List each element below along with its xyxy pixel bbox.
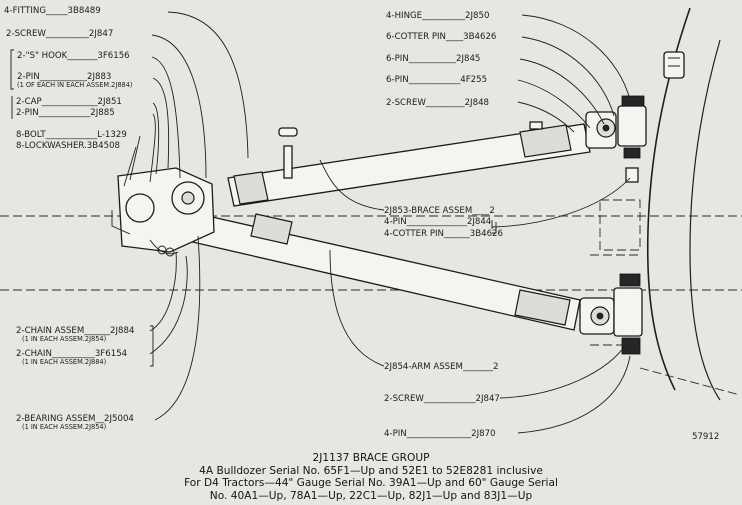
label-cotter-pin-top: 6-COTTER PIN____3B4626 [386,32,496,42]
cotter-pin-block [529,121,543,130]
caption-title: 2J1137 BRACE GROUP [312,452,430,464]
figure-caption: 2J1137 BRACE GROUP 4A Bulldozer Serial N… [0,452,742,502]
caption-line-3: For D4 Tractors—44" Gauge Serial No. 39A… [184,477,558,490]
leader-lines-left [123,11,249,421]
brace-assembly [227,121,591,207]
brace-tube [227,123,591,207]
label-bearing-note: (1 IN EACH ASSEM.2J854) [22,423,106,431]
label-pin-2j845: 6-PIN___________2J845 [386,54,480,64]
fitting-knob [278,127,298,137]
label-screw-bottom: 2-SCREW____________2J847 [384,394,500,404]
figure-number: 57912 [692,432,719,442]
labels-right: 4-HINGE__________2J850 6-COTTER PIN____3… [384,11,719,442]
label-chain-assem: 2-CHAIN ASSEM______2J884 [16,326,134,336]
arm-collar [250,213,293,245]
label-cotter-pin-mid: 4-COTTER PIN______3B4626 [384,229,503,239]
label-brace-assem: 2J853-BRACE ASSEM____2 [384,206,495,216]
label-bearing: 2-BEARING ASSEM__2J5004 [16,414,134,424]
label-pin-2j885: 2-PIN____________2J885 [16,108,115,118]
label-pin-2j870: 4-PIN_______________2J870 [384,429,496,439]
label-pin-2j883-note: (1 OF EACH IN EACH ASSEM.2J884) [17,81,132,89]
caption-line-2: 4A Bulldozer Serial No. 65F1—Up and 52E1… [199,464,543,477]
label-cap: 2-CAP_____________2J851 [16,97,122,107]
parts-diagram: 4-FITTING_____3B8489 2-SCREW__________2J… [0,6,742,442]
label-arm-assem: 2J854-ARM ASSEM_______2 [384,362,499,372]
arm-assembly [183,211,581,331]
leader-lines-right [319,14,631,434]
label-chain-assem-note: (1 IN EACH ASSEM.2J854) [22,335,106,343]
fitting-handle [283,145,293,179]
label-chain: 2-CHAIN__________3F6154 [16,349,127,359]
label-lockwasher: 8-LOCKWASHER.3B4508 [16,141,120,151]
label-chain-note: (1 IN EACH ASSEM.2J884) [22,358,106,366]
label-screw-top: 2-SCREW__________2J847 [6,29,113,39]
arm-sleeve [514,289,571,326]
left-end-housing [111,167,215,257]
lower-hinge [579,273,643,355]
label-screw-2j848: 2-SCREW_________2J848 [386,98,489,108]
label-s-hook: 2-"S" HOOK_______3F6156 [17,51,130,61]
bracket-chain [150,325,154,367]
label-bolt: 8-BOLT____________L-1329 [16,130,127,140]
bracket-shook-pin [10,49,14,90]
caption-line-4: No. 40A1—Up, 78A1—Up, 22C1—Up, 82J1—Up a… [209,489,533,502]
brace-collar [233,171,269,205]
blade-top-lug [663,51,685,79]
label-fitting: 4-FITTING_____3B8489 [4,6,101,16]
labels-left: 4-FITTING_____3B8489 2-SCREW__________2J… [4,6,154,431]
label-pin-4f255: 6-PIN____________4F255 [386,75,487,85]
label-pin-2j844: 4-PIN______________2J844 [384,217,491,227]
brace-sleeve [519,124,572,158]
blade-outline [590,7,741,401]
label-pin-2j883: 2-PIN___________2J883 [17,72,111,82]
bearing-circle [125,193,155,223]
label-hinge: 4-HINGE__________2J850 [386,11,489,21]
